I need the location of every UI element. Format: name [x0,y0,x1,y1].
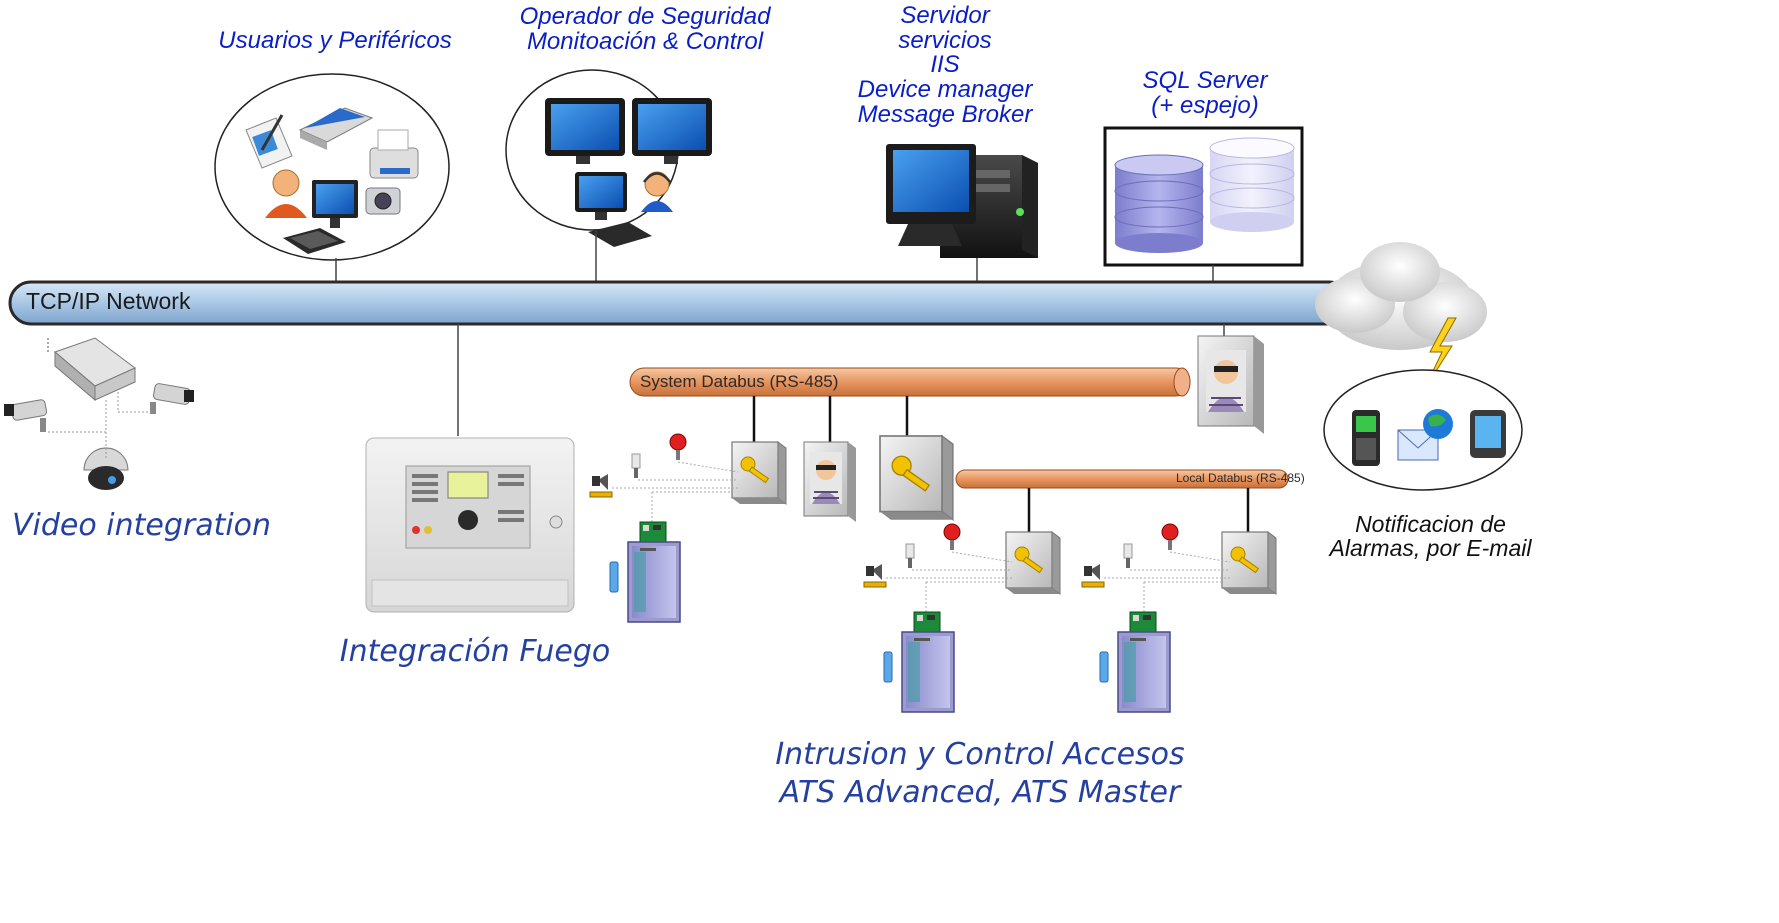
sql-server-group [1103,126,1304,284]
video-caption: Video integration [12,510,282,542]
notification-group [1323,369,1523,491]
cctv-camera-icon [4,399,47,432]
operator-caption: Operador de Seguridad Monitoación & Cont… [500,3,790,56]
key-controller-icon [879,435,954,521]
sensor-cluster [863,523,1013,588]
keyboard-icon [588,222,652,247]
intrusion-caption-line: Intrusion y Control Accesos [775,737,1185,772]
users-caption: Usuarios y Periféricos [195,28,475,53]
sensor-cluster [589,433,739,498]
cctv-camera-icon [150,383,194,414]
tablet-pen-icon [245,114,293,169]
sql-caption-line: (+ espejo) [1151,92,1259,120]
dome-camera-icon [83,447,129,490]
intrusion-caption-line: ATS Advanced, ATS Master [779,774,1181,810]
server-caption-line: Message Broker [857,100,1033,128]
door-icon [1099,611,1171,713]
cloud-icon [1315,242,1487,350]
server-caption-line: servicios [898,26,992,54]
operator-caption-line: Operador de Seguridad [519,3,771,30]
operator-headset-icon [641,171,673,212]
video-caption-text: Video integration [12,508,272,543]
server-tower-icon [886,144,1038,282]
monitor-icon [545,98,625,164]
server-caption-line: IIS [930,51,960,79]
database-icon [1209,137,1295,232]
intruder-icon [1197,335,1264,434]
key-controller-icon [731,441,787,505]
key-controller-icon [1221,531,1277,595]
server-caption: Servidor servicios IIS Device manager Me… [830,2,1060,128]
sql-caption: SQL Server (+ espejo) [1120,67,1290,120]
monitor-icon [575,172,627,220]
mobile-phone-icon [1352,410,1380,466]
system-databus-bar [629,367,1191,397]
fire-caption-text: Integración Fuego [339,634,611,669]
door-icon [883,611,955,713]
fire-caption: Integración Fuego [330,636,620,668]
user-icon [265,169,307,218]
users-caption-text: Usuarios y Periféricos [218,27,452,54]
door-icon [609,521,681,623]
camera-icon [365,187,401,215]
scanner-icon [298,107,374,150]
lightning-icon [1423,317,1457,391]
intruder-icon [803,441,857,523]
local-databus-bar [955,469,1289,489]
globe-icon [1423,409,1453,439]
keyboard-icon [283,228,346,254]
sql-caption-line: SQL Server [1142,67,1268,94]
local-databus-label: Local Databus (RS-485) [1176,471,1305,485]
pda-icon [1470,410,1506,458]
system-databus-label: System Databus (RS-485) [640,372,839,391]
monitor-icon [312,180,358,228]
printer-icon [369,129,419,179]
notification-caption: Notificacion de Alarmas, por E-mail [1318,512,1543,560]
server-caption-line: Servidor [900,2,990,29]
notification-caption-line: Notificacion de [1355,511,1506,537]
notification-caption-line: Alarmas, por E-mail [1329,535,1532,562]
video-integration-group [4,337,194,490]
key-controller-icon [1005,531,1061,595]
nvr-icon [54,337,136,402]
database-icon [1114,154,1204,253]
monitor-icon [632,98,712,164]
sensor-cluster [1081,523,1231,588]
tcpip-network-label: TCP/IP Network [26,288,191,314]
server-caption-line: Device manager [857,76,1033,104]
users-peripherals-group [214,73,450,282]
intrusion-caption: Intrusion y Control Accesos ATS Advanced… [740,736,1220,811]
operator-group [505,69,712,282]
operator-caption-line: Monitoación & Control [526,28,764,56]
fire-panel-icon [365,437,575,613]
tcpip-network-bar [8,280,1352,326]
